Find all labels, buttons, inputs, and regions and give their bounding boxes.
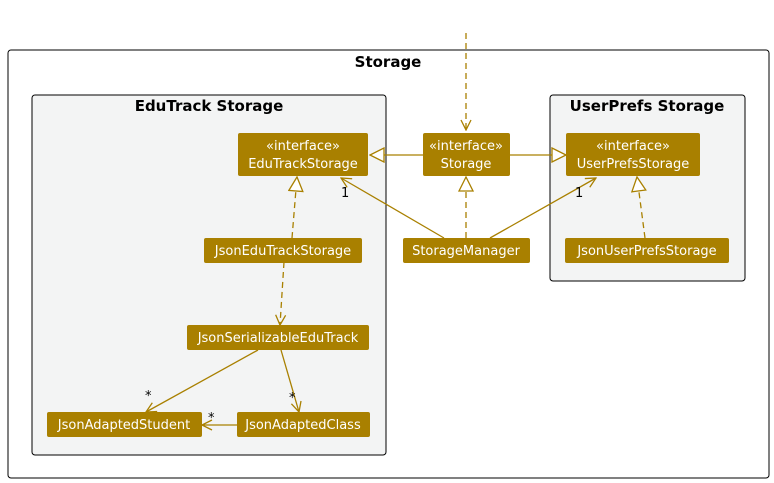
class-jsonedutrackstorage[interactable]: JsonEduTrackStorage <box>204 238 362 263</box>
edge-jsonserializable-to-jsonadaptedclass <box>280 349 299 412</box>
multiplicity-serializable-student: * <box>145 389 152 404</box>
edge-storagemanager-to-edutrackstorage <box>341 178 445 239</box>
interface-storage-name: Storage <box>441 157 492 172</box>
class-jsonserializableedutrack-name: JsonSerializableEduTrack <box>197 331 359 346</box>
interface-edutrackstorage[interactable]: «interface» EduTrackStorage <box>238 133 368 176</box>
multiplicity-manager-edutrack: 1 <box>341 186 349 201</box>
interface-userprefsstorage[interactable]: «interface» UserPrefsStorage <box>566 133 700 176</box>
class-jsonadaptedclass-name: JsonAdaptedClass <box>244 418 361 433</box>
edge-jsonuserprefsstorage-implements-userprefsstorage <box>637 177 645 239</box>
interface-userprefsstorage-name: UserPrefsStorage <box>577 157 690 172</box>
class-jsonuserprefsstorage[interactable]: JsonUserPrefsStorage <box>565 238 729 263</box>
edge-jsonedutrackstorage-to-jsonserializable <box>280 261 284 325</box>
edge-jsonedutrackstorage-implements-edutrackstorage <box>292 177 297 239</box>
storage-package-title: Storage <box>355 53 422 71</box>
multiplicity-labels: 1 1 * * * <box>145 186 583 426</box>
edge-jsonserializable-to-jsonadaptedstudent <box>146 349 259 412</box>
edge-storagemanager-to-userprefsstorage <box>489 178 596 239</box>
userprefs-storage-package-title: UserPrefs Storage <box>570 97 725 115</box>
class-storagemanager[interactable]: StorageManager <box>403 238 530 263</box>
class-jsonadaptedstudent-name: JsonAdaptedStudent <box>57 418 190 433</box>
diagram-edges <box>146 33 645 425</box>
multiplicity-class-student: * <box>208 411 215 426</box>
class-jsonserializableedutrack[interactable]: JsonSerializableEduTrack <box>187 325 369 350</box>
interface-edutrackstorage-stereotype: «interface» <box>266 139 340 154</box>
class-jsonuserprefsstorage-name: JsonUserPrefsStorage <box>576 244 716 259</box>
class-jsonadaptedstudent[interactable]: JsonAdaptedStudent <box>47 412 202 437</box>
class-jsonedutrackstorage-name: JsonEduTrackStorage <box>214 244 351 259</box>
multiplicity-manager-userprefs: 1 <box>575 186 583 201</box>
interface-edutrackstorage-name: EduTrackStorage <box>248 157 358 172</box>
interface-userprefsstorage-stereotype: «interface» <box>596 139 670 154</box>
edutrack-storage-package-title: EduTrack Storage <box>135 97 284 115</box>
interface-storage-stereotype: «interface» <box>429 139 503 154</box>
class-jsonadaptedclass[interactable]: JsonAdaptedClass <box>237 412 370 437</box>
interface-storage[interactable]: «interface» Storage <box>423 133 510 176</box>
class-storagemanager-name: StorageManager <box>412 244 521 259</box>
multiplicity-serializable-class: * <box>289 391 296 406</box>
